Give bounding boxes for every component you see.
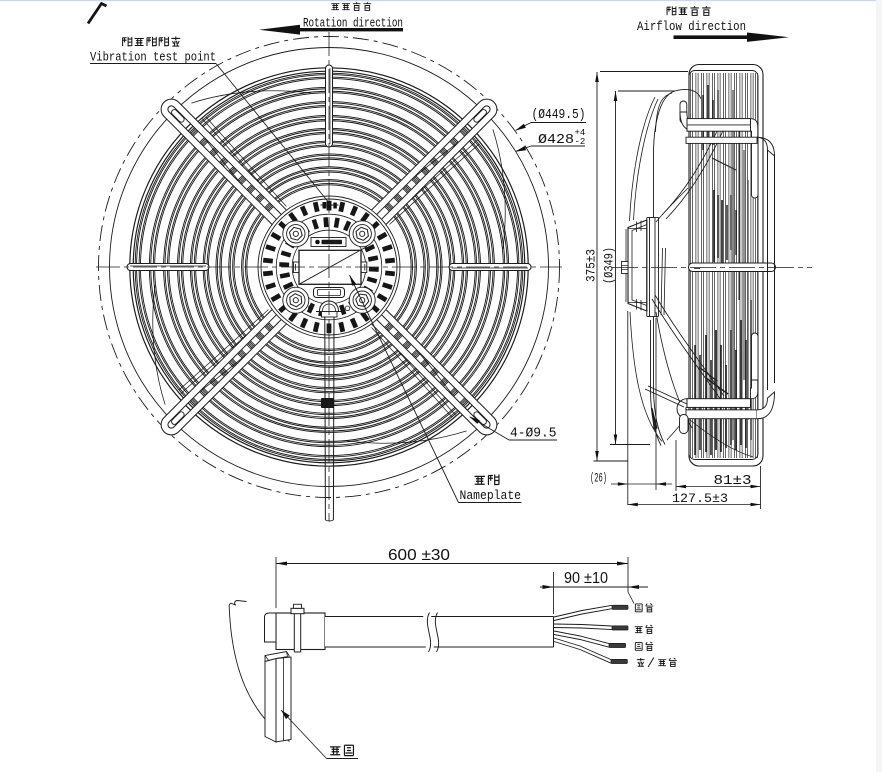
svg-text:600 ±30: 600 ±30	[388, 547, 450, 564]
svg-text:-2: -2	[575, 137, 586, 147]
svg-text:(Ø349): (Ø349)	[603, 247, 617, 284]
svg-text:+4: +4	[575, 128, 586, 138]
svg-text:Vibration test point: Vibration test point	[90, 51, 216, 65]
svg-text:Airflow direction: Airflow direction	[637, 19, 746, 34]
svg-text:4-Ø9.5: 4-Ø9.5	[510, 427, 557, 442]
svg-text:90 ±10: 90 ±10	[564, 570, 608, 587]
svg-text:127.5±3: 127.5±3	[672, 491, 728, 506]
svg-text:Nameplate: Nameplate	[460, 489, 522, 503]
svg-text:81±3: 81±3	[714, 474, 752, 489]
svg-text:(Ø449.5): (Ø449.5)	[532, 108, 586, 123]
svg-text:Rotation direction: Rotation direction	[303, 16, 403, 31]
svg-text:375±3: 375±3	[585, 249, 599, 282]
svg-text:Ø428: Ø428	[538, 133, 574, 148]
svg-text:(26): (26)	[590, 471, 607, 486]
